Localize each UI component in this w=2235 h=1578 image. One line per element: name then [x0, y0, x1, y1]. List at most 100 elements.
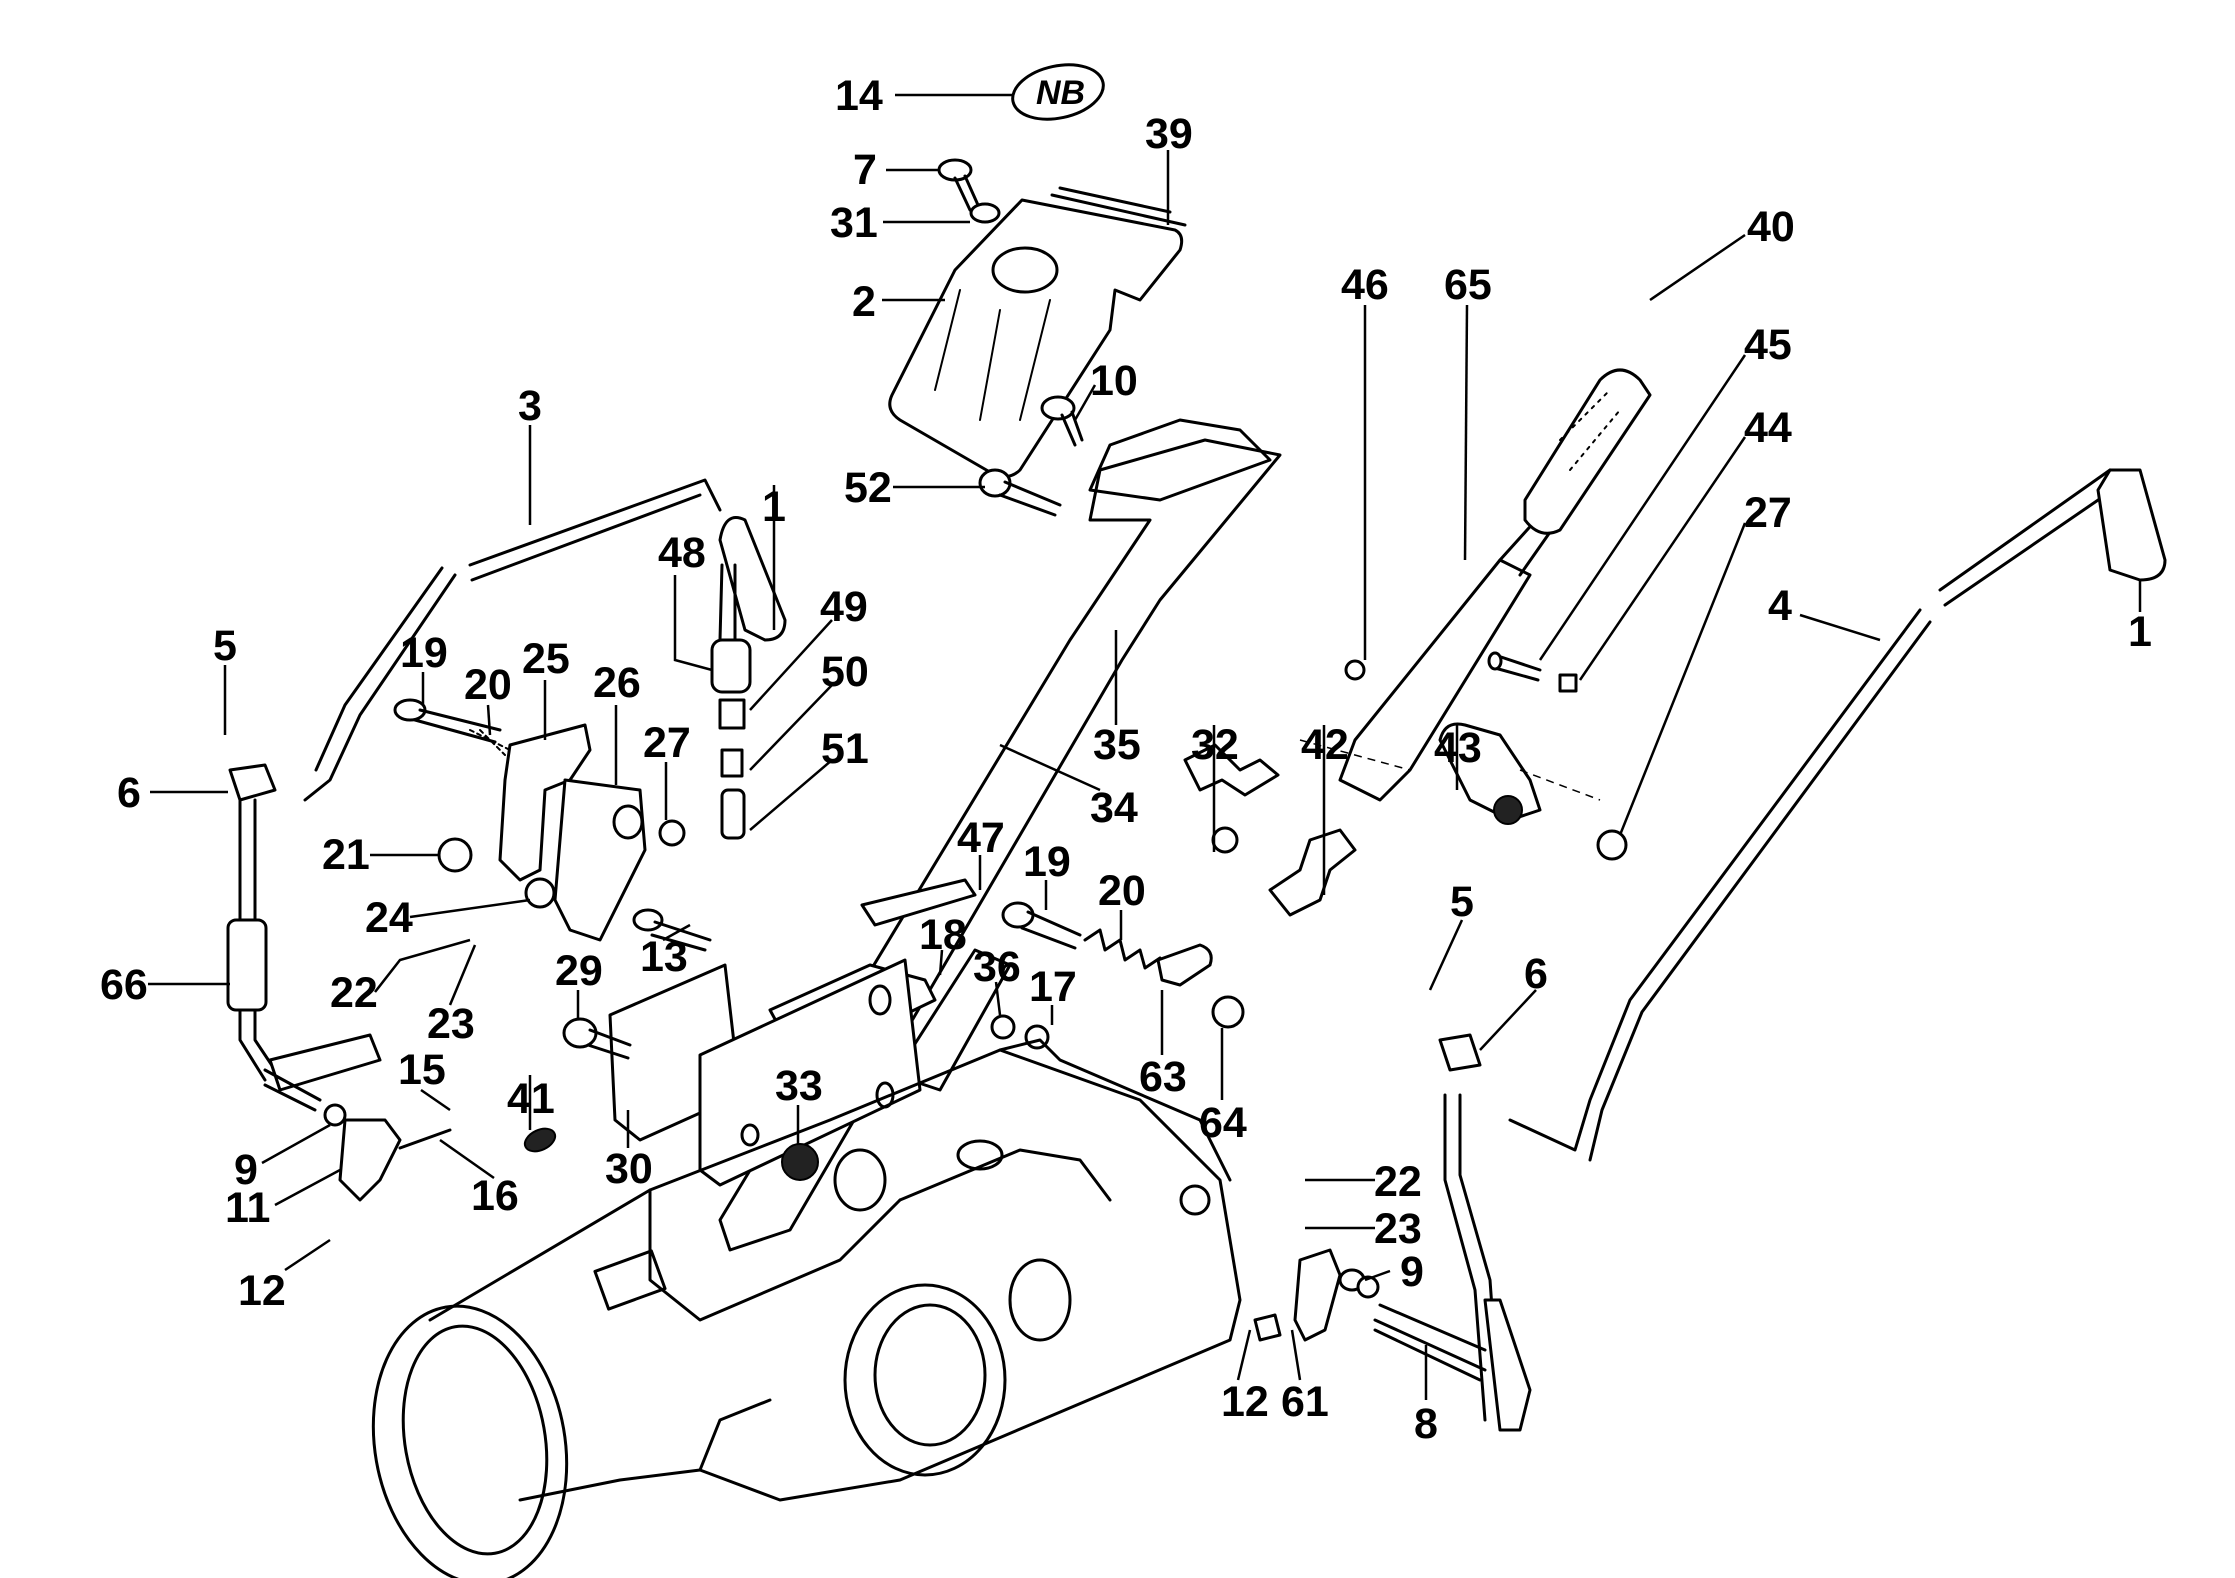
callout-12-right: 12	[1221, 1378, 1269, 1426]
callout-22-right: 22	[1374, 1158, 1422, 1206]
callout-11: 11	[225, 1184, 270, 1232]
callout-14: 14	[835, 72, 883, 120]
grip-left	[718, 516, 787, 642]
callout-63: 63	[1139, 1053, 1187, 1101]
callout-13: 13	[640, 933, 688, 981]
callout-30: 30	[605, 1145, 653, 1193]
transmission-housing	[371, 1038, 1242, 1578]
callout-6-right: 6	[1524, 950, 1548, 998]
callout-8: 8	[1414, 1400, 1438, 1448]
callout-20-mid: 20	[1098, 867, 1146, 915]
nut-27-right	[1596, 829, 1628, 861]
callout-27-left: 27	[643, 719, 691, 767]
pivot-pin	[1493, 653, 1542, 682]
callout-46: 46	[1341, 261, 1389, 309]
callout-18: 18	[919, 911, 967, 959]
callout-1-left: 1	[762, 483, 786, 531]
leader-lines	[148, 93, 2142, 1400]
callout-5-left: 5	[213, 622, 237, 670]
right-linkage	[1253, 1033, 1532, 1432]
callout-9-left: 9	[234, 1146, 258, 1194]
callout-52: 52	[844, 464, 892, 512]
callout-20-left: 20	[464, 661, 512, 709]
cover	[888, 198, 1184, 479]
callout-27-right: 27	[1744, 489, 1792, 537]
screw-7	[937, 158, 1001, 224]
callout-labels: 14 39 7 31 2 40 46 65 45 10 3 44 52 1 27…	[100, 72, 2152, 1448]
callout-21: 21	[322, 831, 370, 879]
lever-knob	[1523, 368, 1652, 535]
callout-1-right: 1	[2128, 608, 2152, 656]
nut-44	[1558, 673, 1578, 693]
callout-23-left: 23	[427, 1000, 475, 1048]
callout-44: 44	[1744, 404, 1792, 452]
callout-43: 43	[1434, 724, 1482, 772]
callout-5-right: 5	[1450, 878, 1474, 926]
callout-2: 2	[852, 278, 876, 326]
spring-assembly-right	[1001, 901, 1245, 1029]
plug	[523, 1127, 557, 1153]
callout-42: 42	[1301, 721, 1349, 769]
callout-16: 16	[471, 1172, 519, 1220]
callout-6-left: 6	[117, 769, 141, 817]
plate-47	[860, 878, 977, 927]
cable-assembly	[710, 563, 752, 840]
callout-41: 41	[507, 1075, 555, 1123]
callout-19-left: 19	[400, 629, 448, 677]
emblem-text: NB	[1036, 74, 1085, 112]
callout-48: 48	[658, 529, 706, 577]
callout-3: 3	[518, 382, 542, 430]
left-linkage	[226, 763, 452, 1202]
callout-51: 51	[821, 725, 869, 773]
grip-right	[2096, 468, 2167, 582]
nut-32	[1211, 826, 1239, 854]
callout-31: 31	[830, 199, 878, 247]
callout-64: 64	[1199, 1099, 1247, 1147]
decal	[893, 948, 1012, 1092]
bolt-52	[978, 468, 1062, 517]
line-art: NB	[226, 63, 2167, 1578]
clamp	[1183, 743, 1280, 797]
bolt-13	[632, 908, 712, 952]
clamp-42	[1268, 828, 1357, 917]
callout-49: 49	[820, 583, 868, 631]
callout-17: 17	[1029, 963, 1077, 1011]
callout-39: 39	[1145, 110, 1193, 158]
mount-plate	[1088, 418, 1272, 502]
callout-7: 7	[853, 146, 877, 194]
bracket-43	[1438, 722, 1542, 822]
cover-ribs	[934, 289, 1051, 421]
callout-40: 40	[1747, 203, 1795, 251]
callout-12-left: 12	[238, 1267, 286, 1315]
callout-10: 10	[1090, 357, 1138, 405]
washer-36	[990, 1014, 1016, 1040]
callout-61: 61	[1281, 1378, 1329, 1426]
callout-15: 15	[398, 1046, 446, 1094]
callout-47: 47	[957, 814, 1005, 862]
callout-45: 45	[1744, 321, 1792, 369]
control-rod-left	[468, 478, 722, 582]
emblem-badge: NB	[1011, 63, 1105, 121]
gasket	[1050, 186, 1187, 227]
callout-25: 25	[522, 635, 570, 683]
callout-29: 29	[555, 947, 603, 995]
callout-33: 33	[775, 1062, 823, 1110]
pin-46	[1344, 659, 1366, 681]
callout-9-right: 9	[1400, 1248, 1424, 1296]
breather	[781, 1143, 819, 1181]
callout-19-mid: 19	[1023, 838, 1071, 886]
callout-34: 34	[1090, 784, 1138, 832]
callout-22-left: 22	[330, 969, 378, 1017]
control-rod-right	[1938, 468, 2122, 607]
screw-10	[1040, 395, 1084, 447]
callout-66: 66	[100, 961, 148, 1009]
callout-23-right: 23	[1374, 1205, 1422, 1253]
callout-65: 65	[1444, 261, 1492, 309]
callout-32: 32	[1191, 721, 1239, 769]
callout-26: 26	[593, 659, 641, 707]
cover-hole	[991, 246, 1059, 294]
callout-50: 50	[821, 648, 869, 696]
callout-35: 35	[1093, 721, 1141, 769]
bolt-29	[562, 1017, 632, 1060]
